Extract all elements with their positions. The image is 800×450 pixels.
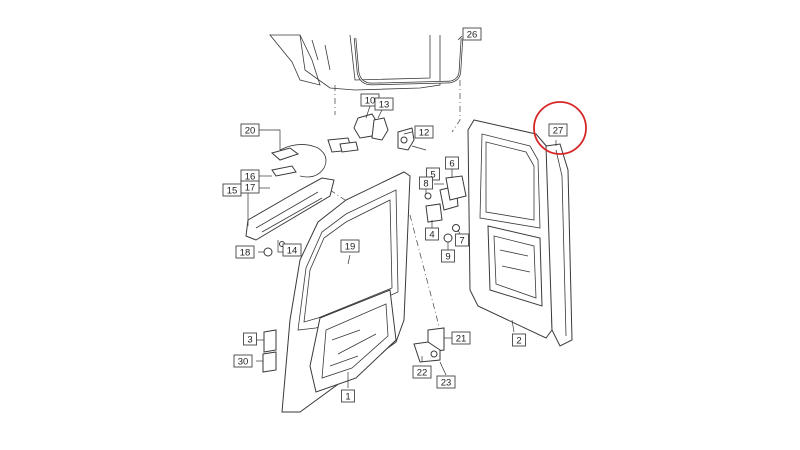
callout-box <box>374 97 394 111</box>
callout-12: 12 <box>414 125 434 139</box>
callout-30: 30 <box>233 354 253 368</box>
upper-hinge <box>353 113 427 151</box>
callout-14: 14 <box>282 243 302 257</box>
highlight-circle <box>533 101 587 155</box>
callout-box <box>240 123 260 137</box>
callout-box <box>341 389 355 403</box>
wiring-harness <box>279 137 359 178</box>
callout-number: 26 <box>467 30 478 41</box>
callout-box <box>240 180 260 194</box>
door-check-parts <box>413 327 445 363</box>
callout-20: 20 <box>240 123 260 137</box>
callout-3: 3 <box>243 332 257 346</box>
callout-box <box>282 243 302 257</box>
callout-15: 15 <box>222 183 242 197</box>
callout-number: 10 <box>365 96 376 107</box>
callout-number: 15 <box>227 186 238 197</box>
callout-number: 3 <box>247 335 252 346</box>
pillar-trim <box>545 143 573 347</box>
callout-number: 7 <box>459 236 464 247</box>
callout-number: 13 <box>379 100 390 111</box>
left-rear-door <box>281 171 411 413</box>
callout-number: 12 <box>419 128 430 139</box>
callout-9: 9 <box>441 249 455 263</box>
callout-number: 22 <box>417 368 428 379</box>
callout-number: 18 <box>240 248 251 259</box>
callout-box <box>445 156 459 170</box>
vehicle-body-upper <box>269 34 441 91</box>
callout-23: 23 <box>436 375 456 389</box>
callout-labels: 1234567891012131415161718192021222326273… <box>222 27 568 403</box>
callout-26: 26 <box>462 27 482 41</box>
callout-number: 20 <box>245 126 256 137</box>
callout-number: 14 <box>287 246 298 257</box>
callout-number: 27 <box>553 126 564 137</box>
callout-number: 23 <box>441 378 452 389</box>
callout-box <box>455 233 469 247</box>
callout-21: 21 <box>451 331 471 345</box>
callout-number: 30 <box>238 357 249 368</box>
callout-2: 2 <box>512 333 526 347</box>
callout-number: 1 <box>345 392 350 403</box>
callout-box <box>425 227 439 241</box>
callout-number: 8 <box>423 179 428 190</box>
hinge-hardware <box>424 175 467 243</box>
callout-number: 19 <box>345 242 356 253</box>
callout-number: 2 <box>516 336 521 347</box>
callout-18: 18 <box>235 245 255 259</box>
stickers <box>262 329 277 373</box>
door-seal <box>353 37 464 86</box>
callout-4: 4 <box>425 227 439 241</box>
callout-27: 27 <box>548 123 568 137</box>
callout-box <box>548 123 568 137</box>
callout-box <box>462 27 482 41</box>
leader-lines <box>240 35 557 388</box>
callout-box <box>414 125 434 139</box>
callout-6: 6 <box>445 156 459 170</box>
callout-19: 19 <box>340 239 360 253</box>
callout-number: 5 <box>430 170 435 181</box>
callout-7: 7 <box>455 233 469 247</box>
callout-number: 9 <box>445 252 450 263</box>
callout-number: 16 <box>245 172 256 183</box>
callout-number: 6 <box>449 159 454 170</box>
callout-box <box>436 375 456 389</box>
callout-box <box>441 249 455 263</box>
callout-box <box>340 239 360 253</box>
callout-number: 4 <box>429 230 434 241</box>
callout-box <box>235 245 255 259</box>
callout-box <box>233 354 253 368</box>
callout-22: 22 <box>412 365 432 379</box>
callout-8: 8 <box>419 176 433 190</box>
alignment-lines <box>329 80 461 331</box>
callout-box <box>451 331 471 345</box>
callout-number: 21 <box>456 334 467 345</box>
right-rear-door <box>467 119 553 339</box>
callout-box <box>419 176 433 190</box>
callout-1: 1 <box>341 389 355 403</box>
callout-17: 17 <box>240 180 260 194</box>
callout-13: 13 <box>374 97 394 111</box>
callout-box <box>412 365 432 379</box>
callout-box <box>512 333 526 347</box>
callout-box <box>243 332 257 346</box>
callout-number: 17 <box>245 183 256 194</box>
